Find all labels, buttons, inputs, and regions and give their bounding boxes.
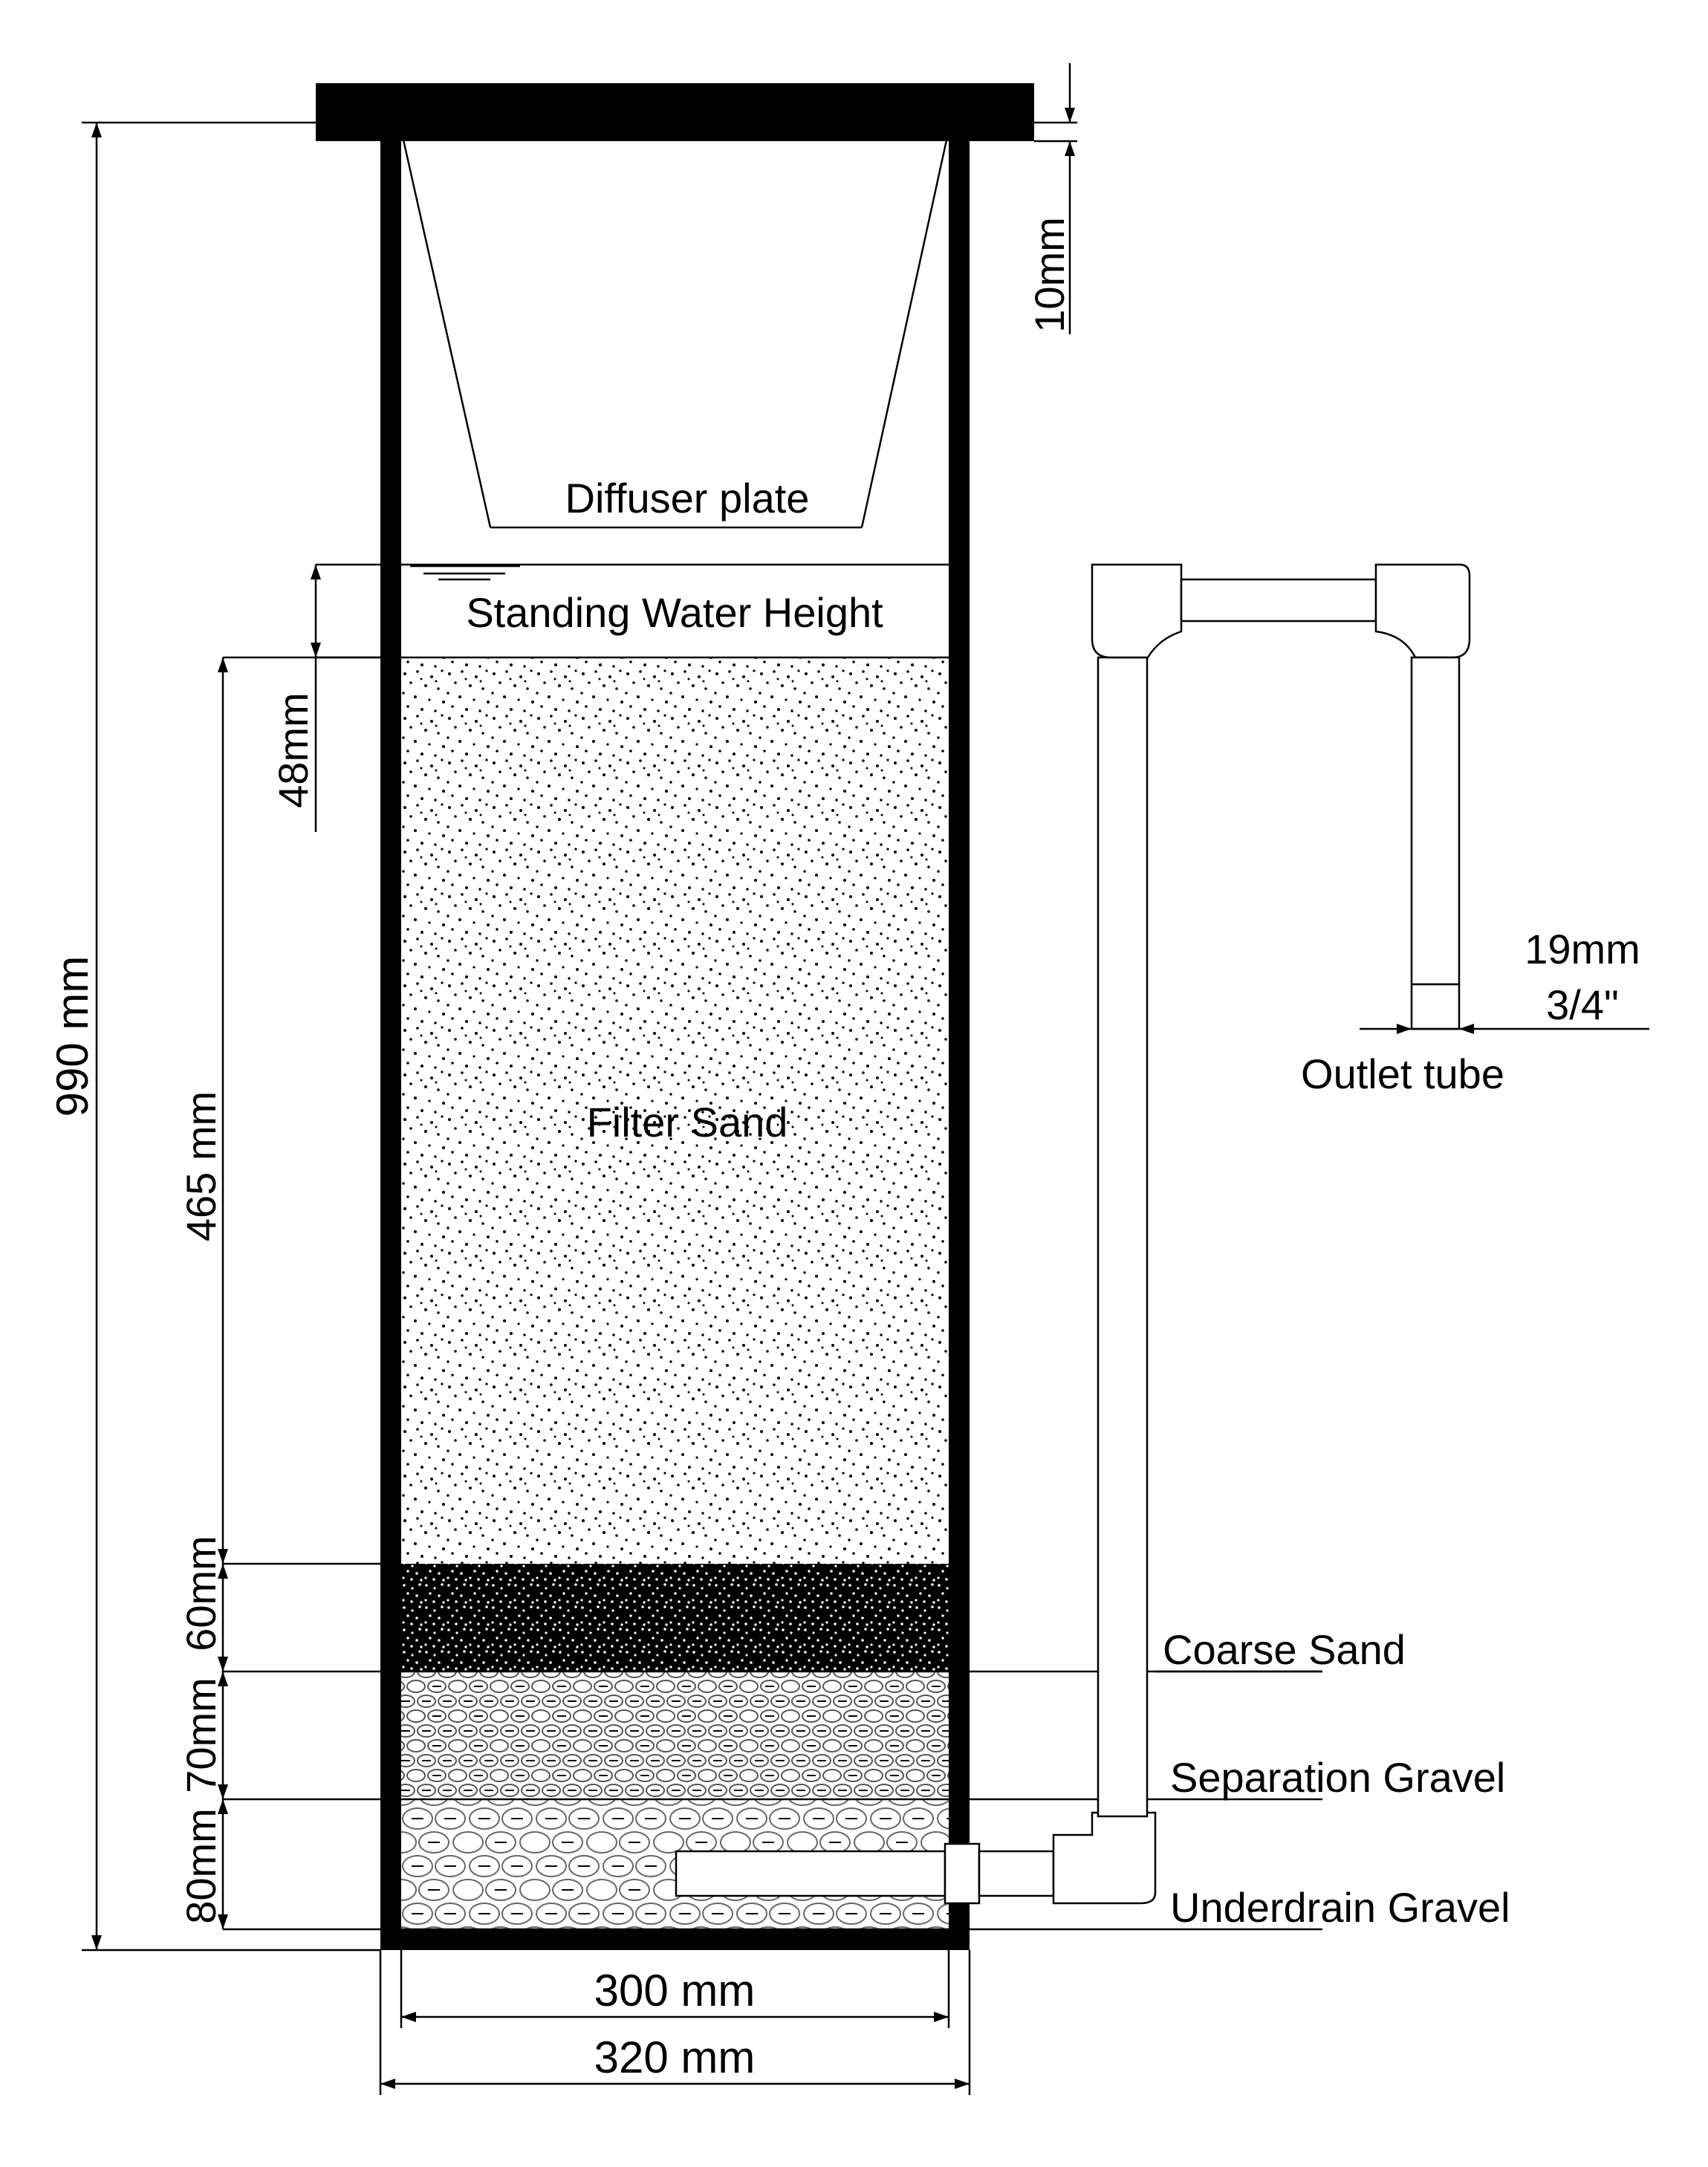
outlet-tube-label: Outlet tube bbox=[1301, 1050, 1504, 1097]
diffuser-plate-label: Diffuser plate bbox=[565, 475, 810, 522]
outer-width-label: 320 mm bbox=[594, 2033, 756, 2082]
outlet-diameter-dimension bbox=[1360, 1024, 1649, 1034]
separation-gravel-label: Separation Gravel bbox=[1170, 1754, 1505, 1801]
top-plate-dimension bbox=[1034, 63, 1077, 334]
left-wall bbox=[380, 119, 401, 1950]
coarse-sand-label: Coarse Sand bbox=[1163, 1626, 1406, 1673]
coarse-sand-depth-label: 60mm bbox=[178, 1536, 224, 1651]
filter-sand-depth-label: 465 mm bbox=[178, 1091, 224, 1241]
total-height-dimension bbox=[82, 121, 380, 1952]
water-level-symbol bbox=[410, 565, 520, 581]
outer-width-dimension bbox=[379, 1950, 971, 2095]
separation-gravel-layer bbox=[401, 1671, 949, 1799]
separation-gravel-depth-label: 70mm bbox=[178, 1677, 224, 1793]
outlet-diameter-in: 3/4" bbox=[1546, 981, 1619, 1028]
top-plate-dimension-label: 10mm bbox=[1026, 217, 1073, 333]
bottom-plate bbox=[380, 1929, 970, 1950]
filter-sand-layer bbox=[401, 657, 949, 1564]
top-plate bbox=[316, 83, 1034, 141]
outlet-pipe bbox=[675, 563, 1471, 1905]
filter-sand-label: Filter Sand bbox=[587, 1099, 788, 1146]
inner-width-dimension bbox=[400, 1950, 950, 2028]
coarse-sand-layer bbox=[401, 1564, 949, 1671]
underdrain-gravel-depth-label: 80mm bbox=[178, 1808, 224, 1924]
diffuser-funnel bbox=[400, 129, 950, 529]
standing-water-dimension-label: 48mm bbox=[270, 692, 316, 808]
inner-width-label: 300 mm bbox=[594, 1966, 756, 2015]
underdrain-gravel-label: Underdrain Gravel bbox=[1170, 1884, 1510, 1931]
layer-depth-dimensions bbox=[218, 656, 401, 1929]
outlet-diameter-mm: 19mm bbox=[1524, 926, 1640, 972]
total-height-label: 990 mm bbox=[48, 956, 97, 1117]
right-wall bbox=[949, 119, 970, 1950]
standing-water-height-label: Standing Water Height bbox=[466, 589, 883, 636]
